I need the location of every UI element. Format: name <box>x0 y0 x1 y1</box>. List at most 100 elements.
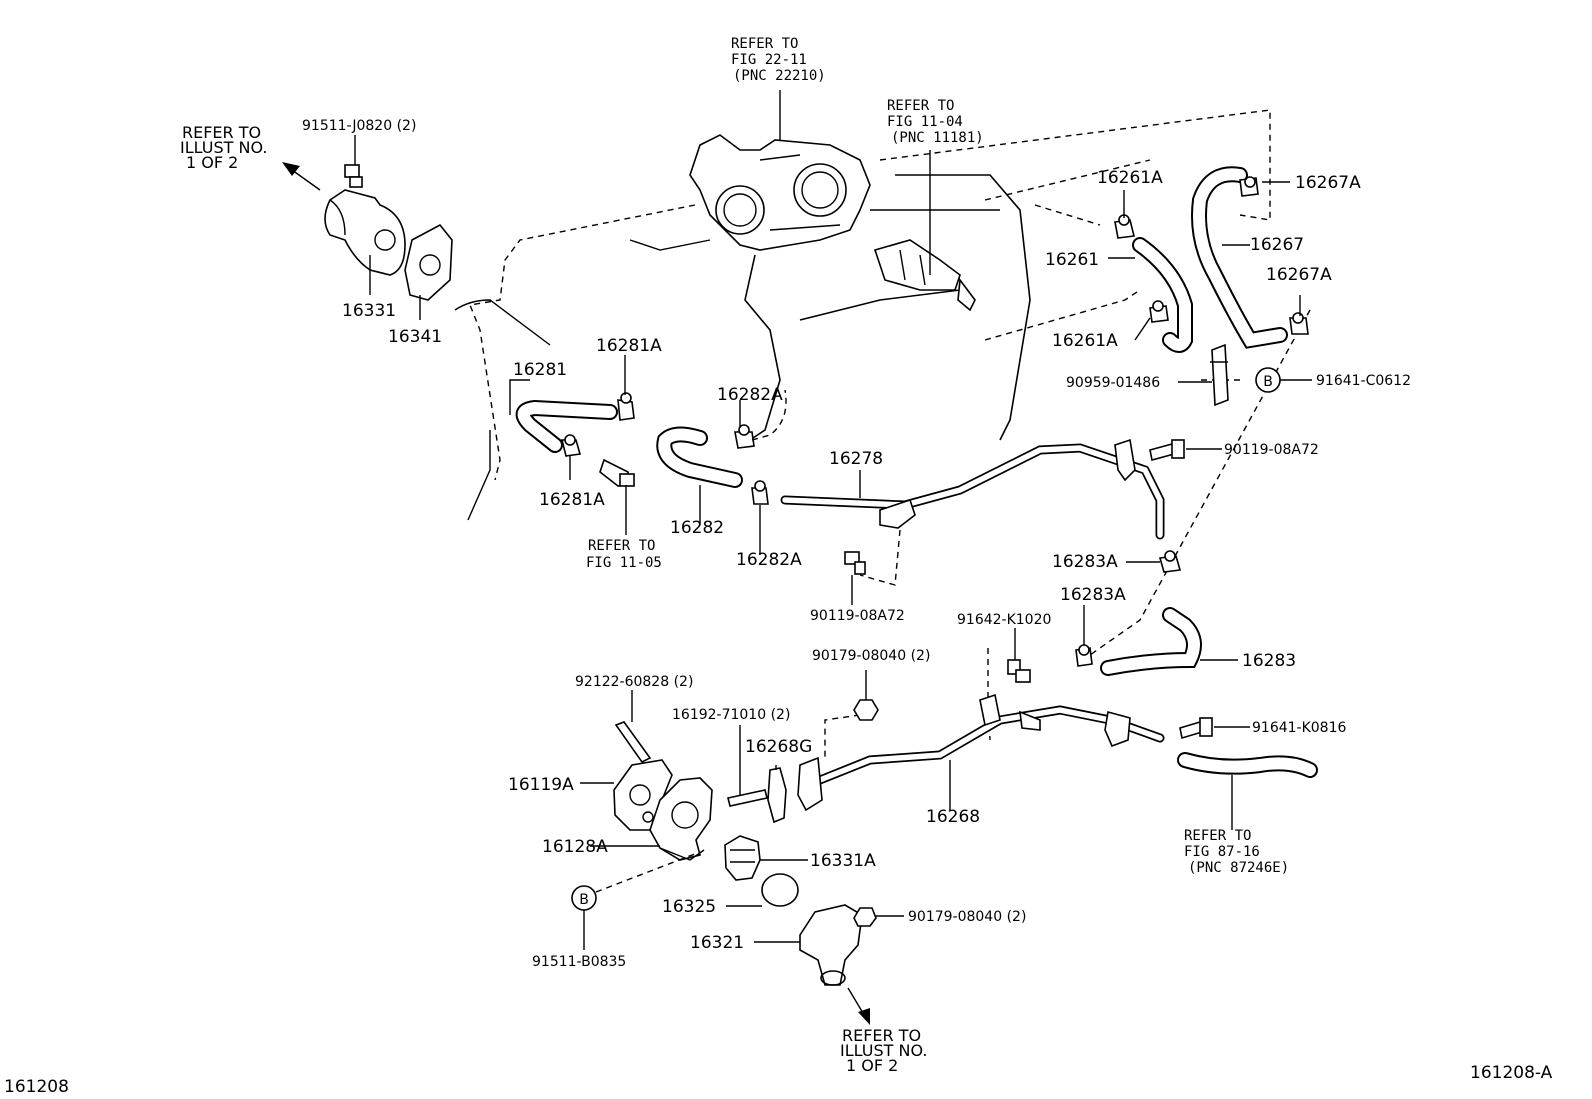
ref-top-left-line1: REFER TO <box>182 123 261 142</box>
label-16261: 16261 <box>1045 250 1099 270</box>
bracket-90959-01486 <box>1210 343 1229 407</box>
ref-bottom-center-line2: ILLUST NO. <box>840 1041 927 1060</box>
clamp-16281a-bottom <box>560 434 582 457</box>
label-90119-08a72-mid: 90119-08A72 <box>810 608 905 624</box>
ref-bottom-right-line3: (PNC 87246E) <box>1188 860 1289 876</box>
label-16268: 16268 <box>926 807 980 827</box>
ref-top-mid-line2: FIG 11-04 <box>887 114 963 130</box>
callout-b-bottom: B <box>571 885 597 911</box>
label-92122-60828: 92122-60828 (2) <box>575 674 693 690</box>
ref-top-left: REFER TO ILLUST NO. 1 OF 2 <box>180 123 267 172</box>
label-16282: 16282 <box>670 518 724 538</box>
dash-16278-bolt <box>859 529 901 586</box>
bolt-91641-k0816 <box>1179 717 1213 740</box>
label-91641-c0612: 91641-C0612 <box>1316 373 1411 389</box>
ref-bottom-right-line2: FIG 87-16 <box>1184 844 1260 860</box>
arrow-to-illust-bottom <box>847 987 870 1025</box>
label-16325: 16325 <box>662 897 716 917</box>
label-16283a-top: 16283A <box>1052 552 1118 572</box>
label-90959-01486: 90959-01486 <box>1066 375 1160 391</box>
label-16278: 16278 <box>829 449 883 469</box>
stud-92122-60828 <box>614 721 652 764</box>
pipe-16268 <box>797 693 1165 812</box>
label-91511-b0835: 91511-B0835 <box>532 954 626 970</box>
label-16119a: 16119A <box>508 775 574 795</box>
diagram-id-right: 161208-A <box>1470 1063 1553 1083</box>
bolt-90119-08a72-mid <box>844 551 866 575</box>
thermostat-16331a <box>724 835 761 881</box>
hose-16267 <box>1191 166 1288 349</box>
ref-top-mid-line3: (PNC 11181) <box>891 130 984 146</box>
label-16281a-top: 16281A <box>596 336 662 356</box>
label-16283a-bottom: 16283A <box>1060 585 1126 605</box>
label-16128a: 16128A <box>542 837 608 857</box>
callout-b-top: B <box>1255 367 1281 393</box>
clamp-16282a-top <box>734 424 755 449</box>
ref-top-mid: REFER TO FIG 11-04 (PNC 11181) <box>887 98 984 146</box>
clamp-16283a-bottom <box>1075 644 1093 667</box>
label-16267: 16267 <box>1250 235 1304 255</box>
label-16192-71010: 16192-71010 (2) <box>672 707 790 723</box>
ref-bottom-right-line1: REFER TO <box>1184 828 1251 844</box>
hose-16283 <box>1100 607 1202 676</box>
fitting-fig11-05 <box>599 458 635 487</box>
ref-bottom-center-line1: REFER TO <box>842 1026 921 1045</box>
clamp-16261a-bottom <box>1149 300 1169 323</box>
ref-top-left-line3: 1 OF 2 <box>186 153 238 172</box>
dash-b-bottom <box>595 851 701 893</box>
diagram-id-left: 161208 <box>4 1077 69 1097</box>
engine-outline <box>454 109 1311 656</box>
water-outlet-16331 <box>324 189 406 276</box>
ref-top-center-line3: (PNC 22210) <box>733 68 826 84</box>
throttle-body <box>689 134 976 312</box>
label-16268g: 16268G <box>745 737 812 757</box>
label-16261a-top: 16261A <box>1097 168 1163 188</box>
label-90119-08a72-right: 90119-08A72 <box>1224 442 1319 458</box>
ref-top-mid-line1: REFER TO <box>887 98 954 114</box>
gasket-16268g <box>767 767 787 824</box>
dash-90179-08040-top <box>824 714 861 760</box>
clamp-16261a-top <box>1114 214 1135 239</box>
hose-16261 <box>1132 237 1193 353</box>
label-16261a-bottom: 16261A <box>1052 331 1118 351</box>
water-inlet-16321 <box>799 904 863 986</box>
arrow-to-illust-top <box>282 162 321 191</box>
label-16331: 16331 <box>342 301 396 321</box>
ref-bottom-right: REFER TO FIG 87-16 (PNC 87246E) <box>1184 828 1289 876</box>
label-16341: 16341 <box>388 327 442 347</box>
label-16321: 16321 <box>690 933 744 953</box>
water-inlet-16128a <box>649 777 713 861</box>
bolt-90119-08a72-right <box>1149 439 1185 461</box>
clamp-16267a-bottom <box>1289 312 1309 335</box>
nut-90179-08040-top <box>853 699 879 721</box>
label-90179-08040-top: 90179-08040 (2) <box>812 648 930 664</box>
label-91511-j0820: 91511-J0820 (2) <box>302 118 416 134</box>
label-90179-08040-bottom: 90179-08040 (2) <box>908 909 1026 925</box>
label-16283: 16283 <box>1242 651 1296 671</box>
bolt-91511-j0820 <box>344 164 363 188</box>
o-ring-16325 <box>761 873 799 907</box>
label-16282a-top: 16282A <box>717 385 783 405</box>
ref-top-center-line2: FIG 22-11 <box>731 52 807 68</box>
stud-16192-71010 <box>727 789 768 807</box>
label-16281: 16281 <box>513 360 567 380</box>
callout-b-top-letter: B <box>1263 374 1273 390</box>
label-16282a-bottom: 16282A <box>736 550 802 570</box>
clamp-16267a-top <box>1239 176 1259 197</box>
label-91641-k0816: 91641-K0816 <box>1252 720 1346 736</box>
label-16267a-top: 16267A <box>1295 173 1361 193</box>
gasket-16341 <box>404 223 453 301</box>
clamp-16283a-top <box>1158 550 1182 573</box>
clamp-16282a-bottom <box>751 480 769 505</box>
hose-to-fig87-16 <box>1177 752 1318 778</box>
ref-top-center: REFER TO FIG 22-11 (PNC 22210) <box>731 36 826 84</box>
bolt-91642-k1020 <box>1007 659 1031 683</box>
label-91642-k1020: 91642-K1020 <box>957 612 1051 628</box>
hose-16282 <box>656 426 743 488</box>
ref-mid-left-line1: REFER TO <box>588 538 655 554</box>
ref-bottom-center: REFER TO ILLUST NO. 1 OF 2 <box>840 1026 927 1075</box>
ref-bottom-center-line3: 1 OF 2 <box>846 1056 898 1075</box>
leader-16261a-bot <box>1134 317 1151 341</box>
callout-b-bottom-letter: B <box>579 892 589 908</box>
